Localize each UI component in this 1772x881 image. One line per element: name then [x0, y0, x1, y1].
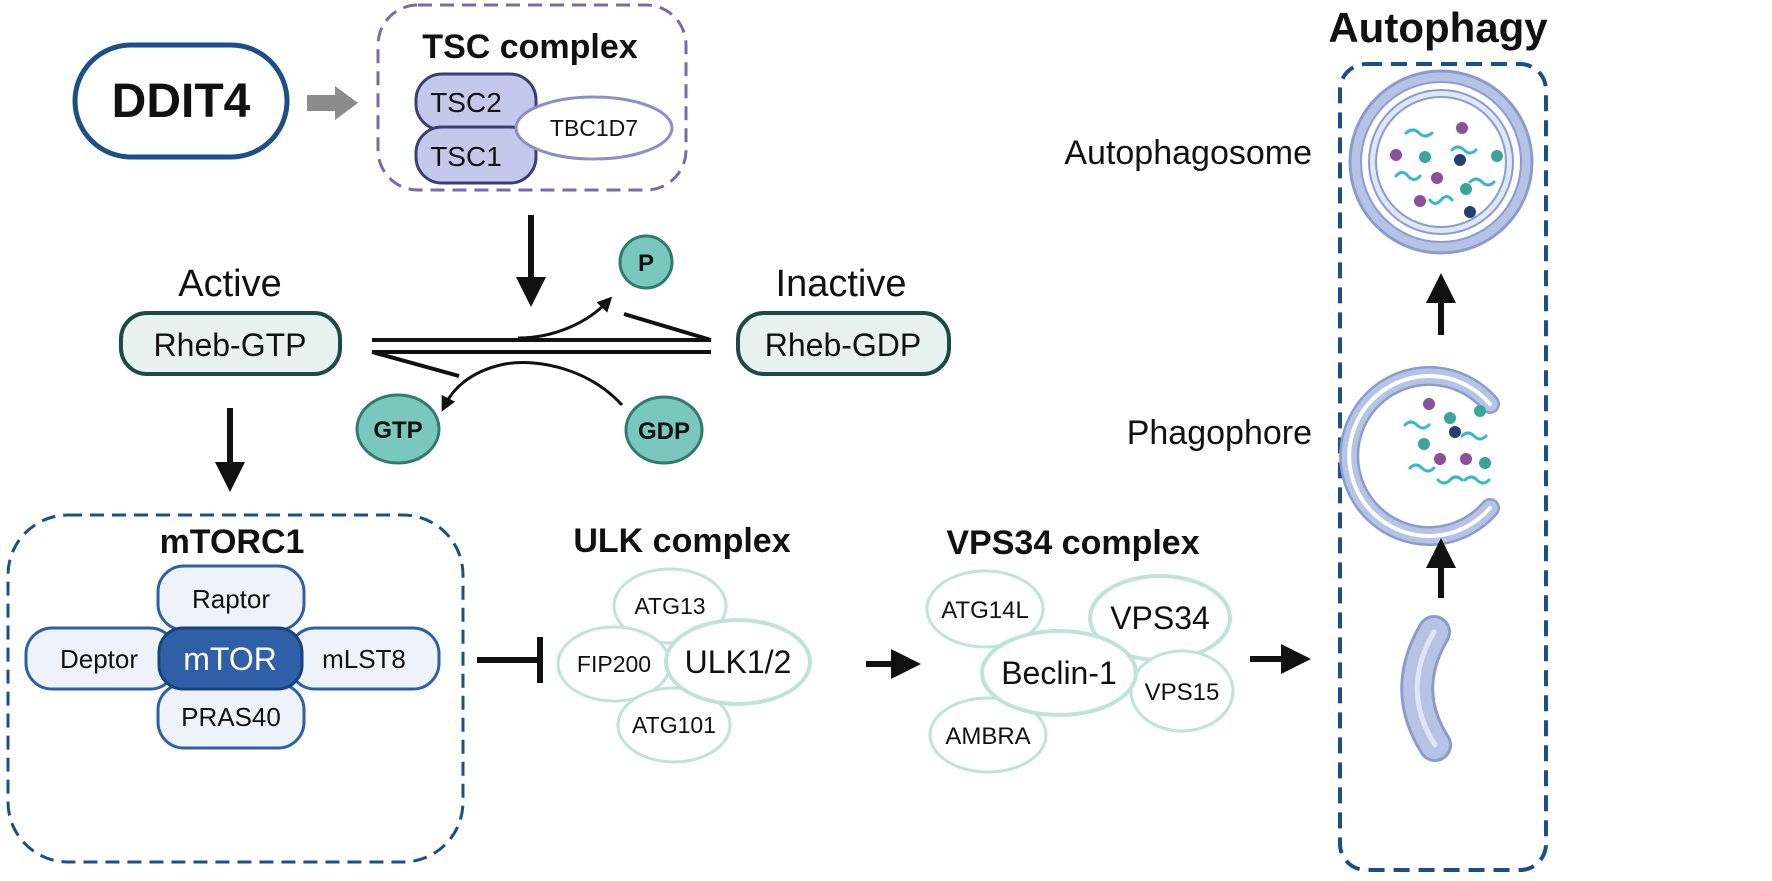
gtp-label: GTP — [373, 417, 422, 444]
phosphate-release-arrow — [517, 296, 613, 340]
mtorc1-complex: mTORC1 Raptor PRAS40 Deptor mLST8 mTOR — [6, 513, 465, 864]
tsc1-label: TSC1 — [430, 141, 502, 172]
phosphate-label: P — [638, 250, 654, 277]
rheb-gtp-label: Rheb-GTP — [154, 327, 307, 363]
atg101-subunit — [616, 686, 732, 764]
pras40-label: PRAS40 — [181, 702, 281, 732]
ddit4-node: DDIT4 — [72, 42, 290, 160]
ulk12-label: ULK1/2 — [685, 644, 792, 680]
tsc-dashed-border — [376, 3, 688, 192]
atg13-label: ATG13 — [634, 593, 705, 619]
beclin1-subunit — [980, 629, 1138, 717]
vps34-label: VPS34 — [1110, 600, 1210, 636]
autophagosome-vesicle — [1348, 69, 1534, 255]
vps15-label: VPS15 — [1145, 679, 1220, 706]
atg101-label: ATG101 — [632, 712, 716, 738]
atg13-subunit — [612, 567, 728, 645]
mtorc1-title: mTORC1 — [160, 523, 305, 561]
ulk12-subunit — [664, 618, 812, 706]
autophagosome-label: Autophagosome — [1064, 134, 1312, 172]
vps34-complex-title: VPS34 complex — [946, 524, 1199, 562]
gtp-circle: GTP — [355, 393, 441, 465]
deptor-label: Deptor — [60, 644, 138, 674]
active-label: Active — [178, 263, 281, 305]
atg14l-label: ATG14L — [941, 597, 1029, 624]
phagophore-vesicle — [1339, 366, 1500, 546]
ddit4-box — [72, 42, 290, 160]
ulk-title: ULK complex — [573, 522, 790, 560]
vps34-complex: VPS34 complex ATG14L VPS34 VPS15 AMBRA B… — [925, 524, 1235, 774]
mtor-label: mTOR — [183, 641, 277, 677]
ulk-complex: ULK complex ATG13 FIP200 ATG101 ULK1/2 — [556, 522, 812, 764]
beclin1-label: Beclin-1 — [1001, 655, 1117, 691]
ambra-subunit — [928, 696, 1048, 774]
autophagosome-cargo — [1394, 128, 1496, 205]
rheb-gtp-box — [119, 311, 342, 376]
rheb-gtp-node: Rheb-GTP — [119, 311, 342, 376]
rheb-gdp-box — [736, 311, 951, 376]
rheb-gdp-node: Rheb-GDP — [736, 311, 951, 376]
gdp-label: GDP — [638, 418, 690, 445]
raptor-label: Raptor — [192, 584, 270, 614]
tbc1d7-label: TBC1D7 — [550, 115, 638, 141]
tsc1-subunit — [414, 125, 538, 185]
mtorc1-dashed-border — [6, 513, 465, 864]
tbc1d7-subunit — [514, 95, 674, 161]
mlst8-label: mLST8 — [322, 644, 406, 674]
mtorc1-inhibits-ulk — [477, 637, 543, 683]
ambra-label: AMBRA — [945, 723, 1030, 750]
phagophore-label: Phagophore — [1127, 414, 1312, 452]
rheb-gdp-label: Rheb-GDP — [765, 327, 922, 363]
gdp-circle: GDP — [624, 395, 704, 465]
tsc2-label: TSC2 — [430, 87, 502, 118]
atg14l-subunit — [925, 569, 1045, 649]
gdp-to-gtp-exchange-arrow — [441, 361, 624, 412]
fip200-label: FIP200 — [577, 651, 651, 677]
ddit4-label: DDIT4 — [112, 75, 251, 128]
rheb-equilibrium-arrows — [371, 312, 712, 378]
tsc-title: TSC complex — [422, 28, 637, 66]
ddit4-to-tsc-arrow — [307, 86, 358, 120]
inactive-label: Inactive — [776, 263, 907, 305]
autophagy-title: Autophagy — [1328, 4, 1548, 51]
phagophore-cargo — [1403, 420, 1491, 485]
tsc-complex: TSC complex TSC2 TSC1 TBC1D7 — [376, 3, 688, 192]
mtor-core — [157, 626, 304, 691]
isolation-membrane — [1400, 615, 1452, 762]
phosphate-circle: P — [618, 234, 674, 290]
